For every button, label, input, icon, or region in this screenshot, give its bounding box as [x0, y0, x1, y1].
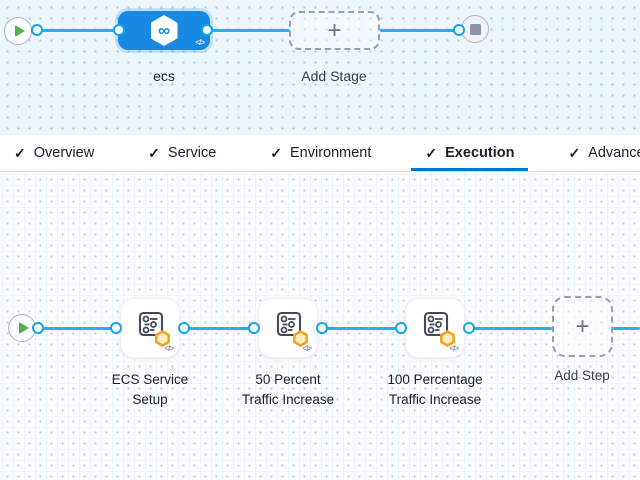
tab-label: Advanced — [588, 145, 640, 161]
tab-label: Environment — [290, 145, 372, 161]
step-label: 50 Percent Traffic Increase — [241, 372, 335, 407]
step-node-100-percentage[interactable]: </> — [405, 298, 465, 358]
connector-port — [395, 322, 407, 334]
service-config-icon — [138, 311, 164, 337]
connector-port — [463, 322, 475, 334]
connector-port — [453, 24, 465, 36]
plus-icon: + — [575, 312, 590, 340]
stage-tab-bar: ✓ Overview ✓ Service ✓ Environment ✓ Exe… — [0, 135, 640, 172]
connector-port — [316, 322, 328, 334]
check-icon: ✓ — [425, 144, 438, 161]
play-icon — [18, 322, 29, 334]
infinity-icon: ∞ — [157, 20, 171, 40]
step-label: 100 Percentage Traffic Increase — [387, 372, 483, 407]
step-node-ecs-service-setup[interactable]: </> — [120, 298, 180, 358]
connector-port — [31, 24, 43, 36]
flow-line — [35, 326, 120, 330]
execution-start-node[interactable] — [8, 314, 36, 342]
tab-execution[interactable]: ✓ Execution — [411, 135, 529, 171]
pipeline-end-node[interactable] — [461, 15, 489, 43]
connector-port — [178, 322, 190, 334]
cd-stage-hexagon-icon: ∞ — [150, 15, 178, 46]
check-icon: ✓ — [148, 144, 160, 161]
flow-line — [380, 29, 459, 32]
flow-line — [318, 326, 407, 330]
pipeline-start-node[interactable] — [4, 17, 32, 45]
tab-label: Service — [167, 145, 217, 161]
code-view-icon: </> — [449, 344, 459, 353]
connector-port — [110, 322, 122, 334]
code-view-icon: </> — [195, 38, 205, 47]
flow-line — [613, 326, 640, 330]
add-stage-label: Add Stage — [301, 68, 367, 84]
tab-label: Overview — [33, 145, 95, 161]
flow-line — [180, 326, 260, 330]
add-stage-button[interactable]: + — [289, 11, 380, 50]
tab-overview[interactable]: ✓ Overview — [0, 135, 108, 171]
hexagon-badge-icon — [440, 330, 455, 347]
add-step-label: Add Step — [554, 368, 610, 383]
check-icon: ✓ — [568, 144, 581, 161]
stage-node-ecs[interactable]: ∞ </> — [118, 11, 210, 50]
play-icon — [14, 25, 25, 37]
code-view-icon: </> — [302, 344, 312, 353]
stage-name-label: ecs — [153, 68, 175, 84]
code-view-icon: </> — [164, 344, 174, 353]
add-step-button[interactable]: + — [552, 296, 613, 357]
hexagon-badge-icon — [155, 330, 170, 347]
connector-port — [201, 24, 213, 36]
check-icon: ✓ — [270, 144, 282, 161]
tab-environment[interactable]: ✓ Environment — [256, 135, 385, 171]
execution-graph-canvas[interactable]: </> </> — [0, 172, 640, 480]
check-icon: ✓ — [14, 144, 26, 161]
service-config-icon — [276, 311, 302, 337]
step-node-50-percent[interactable]: </> — [258, 298, 318, 358]
tab-label: Execution — [445, 145, 515, 161]
plus-icon: + — [327, 16, 342, 44]
connector-port — [248, 322, 260, 334]
stage-graph-canvas[interactable]: ∞ </> ecs + Add Stage — [0, 0, 640, 135]
flow-line — [206, 29, 290, 32]
flow-line — [34, 29, 122, 32]
connector-port — [113, 24, 125, 36]
tab-advanced[interactable]: ✓ Advanced — [554, 135, 640, 171]
connector-port — [32, 322, 44, 334]
service-config-icon — [423, 311, 449, 337]
step-label: ECS Service Setup — [111, 372, 189, 407]
flow-line — [465, 326, 552, 330]
stop-icon — [469, 23, 481, 35]
tab-service[interactable]: ✓ Service — [134, 135, 230, 171]
hexagon-badge-icon — [293, 330, 308, 347]
